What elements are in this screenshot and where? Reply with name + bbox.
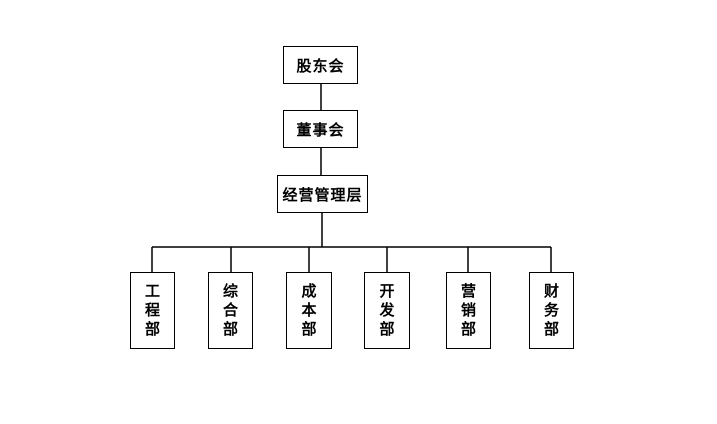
node-dept-development-label: 开发部 bbox=[379, 282, 395, 338]
node-dept-marketing-label: 营销部 bbox=[460, 282, 476, 338]
node-dept-finance: 财务部 bbox=[529, 272, 574, 349]
node-shareholders-label: 股东会 bbox=[296, 56, 345, 75]
node-dept-general-label: 综合部 bbox=[222, 282, 238, 338]
node-dept-cost-label: 成本部 bbox=[301, 282, 317, 338]
node-board-label: 董事会 bbox=[296, 120, 345, 139]
node-dept-marketing: 营销部 bbox=[446, 272, 491, 349]
node-dept-development: 开发部 bbox=[364, 272, 410, 349]
node-dept-engineering: 工程部 bbox=[130, 272, 175, 349]
node-management: 经营管理层 bbox=[277, 175, 368, 213]
node-dept-engineering-label: 工程部 bbox=[144, 282, 160, 338]
node-management-label: 经营管理层 bbox=[282, 185, 363, 204]
node-dept-general: 综合部 bbox=[208, 272, 253, 349]
node-dept-cost: 成本部 bbox=[286, 272, 332, 349]
node-dept-finance-label: 财务部 bbox=[543, 282, 559, 338]
node-board: 董事会 bbox=[283, 110, 358, 148]
node-shareholders: 股东会 bbox=[283, 46, 358, 84]
